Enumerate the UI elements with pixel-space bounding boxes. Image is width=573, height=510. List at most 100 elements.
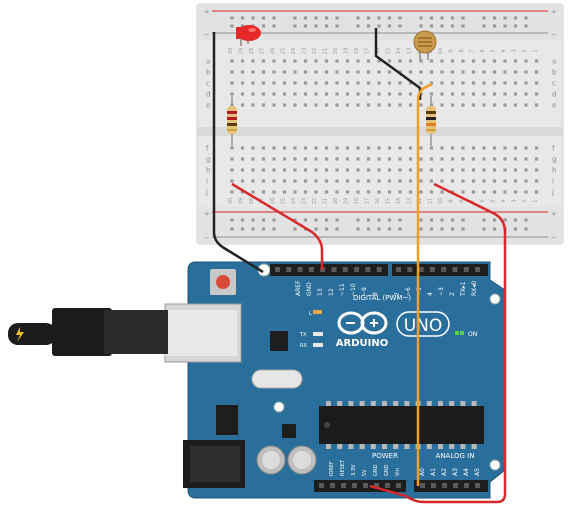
row-letter: j xyxy=(551,189,554,197)
header-pin[interactable] xyxy=(331,267,337,272)
hole xyxy=(534,92,539,96)
rail-hole xyxy=(377,24,381,28)
tx-label: TX xyxy=(299,332,307,338)
rail-plus-label-bottom-right: + xyxy=(551,210,557,218)
rail-hole xyxy=(524,218,528,222)
rail-hole xyxy=(503,218,507,222)
hole xyxy=(513,103,518,107)
hole xyxy=(461,92,465,96)
header-pin[interactable] xyxy=(341,483,346,488)
hole xyxy=(303,190,308,194)
header-pin[interactable] xyxy=(354,267,360,272)
rail-hole xyxy=(272,24,276,28)
header-pin[interactable] xyxy=(429,267,435,272)
hole xyxy=(335,190,339,194)
hole xyxy=(324,157,329,161)
hole xyxy=(314,157,318,161)
header-pin[interactable] xyxy=(352,483,357,488)
rail-hole xyxy=(293,218,297,222)
header-pin[interactable] xyxy=(376,267,382,272)
hole xyxy=(251,59,255,63)
header-pin[interactable] xyxy=(464,483,469,488)
header-pin[interactable] xyxy=(396,267,401,272)
hole xyxy=(282,157,287,161)
column-number: 16 xyxy=(375,48,381,54)
hole xyxy=(303,70,308,74)
hole xyxy=(513,81,518,85)
chip-leg xyxy=(460,444,466,449)
hole xyxy=(534,157,539,161)
hole xyxy=(377,146,381,150)
hole xyxy=(408,81,413,85)
hole xyxy=(450,59,455,63)
column-number: 10 xyxy=(438,198,444,204)
hole xyxy=(335,179,339,183)
header-pin[interactable] xyxy=(308,267,314,272)
column-number: 19 xyxy=(344,48,350,54)
row-letter: e xyxy=(552,102,556,110)
hole xyxy=(387,168,392,172)
header-pin[interactable] xyxy=(475,267,481,272)
hole xyxy=(324,190,329,194)
hole xyxy=(366,190,371,194)
arduino-logo-icon xyxy=(337,311,388,335)
hole xyxy=(513,146,518,150)
header-pin[interactable] xyxy=(418,267,424,272)
row-letter: g xyxy=(552,156,556,164)
header-pin[interactable] xyxy=(275,267,280,272)
hole xyxy=(345,81,350,85)
rail-hole xyxy=(461,227,465,231)
chip-leg xyxy=(471,444,477,449)
header-pin[interactable] xyxy=(330,483,335,488)
hole xyxy=(356,168,360,172)
header-pin[interactable] xyxy=(452,267,458,272)
header-pin[interactable] xyxy=(442,483,447,488)
hole xyxy=(303,179,308,183)
hole xyxy=(503,157,507,161)
chip-leg xyxy=(404,444,410,449)
hole xyxy=(419,190,423,194)
hole xyxy=(513,59,518,63)
hole xyxy=(345,70,350,74)
hole xyxy=(429,157,434,161)
hole xyxy=(282,59,287,63)
header-pin[interactable] xyxy=(463,267,469,272)
header-pin[interactable] xyxy=(363,483,368,488)
hole xyxy=(398,168,402,172)
atmega-chip xyxy=(319,406,484,444)
hole xyxy=(324,70,329,74)
rail-hole xyxy=(492,218,497,222)
hole xyxy=(429,92,434,96)
header-pin[interactable] xyxy=(342,267,348,272)
hole xyxy=(503,146,507,150)
rail-hole xyxy=(303,24,308,28)
header-pin[interactable] xyxy=(441,267,447,272)
hole xyxy=(482,92,486,96)
hole xyxy=(440,190,444,194)
header-pin[interactable] xyxy=(319,483,324,488)
hole xyxy=(461,157,465,161)
rail-hole xyxy=(492,24,497,28)
header-pin[interactable] xyxy=(431,483,436,488)
header-pin[interactable] xyxy=(385,483,390,488)
analog-pin-label: A3 xyxy=(452,468,459,476)
hole xyxy=(408,157,413,161)
column-number: 21 xyxy=(323,48,329,54)
header-pin[interactable] xyxy=(475,483,480,488)
rail-hole xyxy=(335,227,339,231)
hole xyxy=(513,168,518,172)
rail-hole xyxy=(324,227,329,231)
header-pin[interactable] xyxy=(374,483,379,488)
header-pin[interactable] xyxy=(420,483,425,488)
hole xyxy=(272,103,276,107)
header-pin[interactable] xyxy=(453,483,458,488)
header-pin[interactable] xyxy=(407,267,413,272)
column-number: 4 xyxy=(501,199,507,202)
header-pin[interactable] xyxy=(365,267,371,272)
hole xyxy=(293,168,297,172)
rail-hole xyxy=(366,24,371,28)
chip-leg xyxy=(460,401,466,406)
header-pin[interactable] xyxy=(396,483,401,488)
header-pin[interactable] xyxy=(297,267,303,272)
header-pin[interactable] xyxy=(286,267,292,272)
